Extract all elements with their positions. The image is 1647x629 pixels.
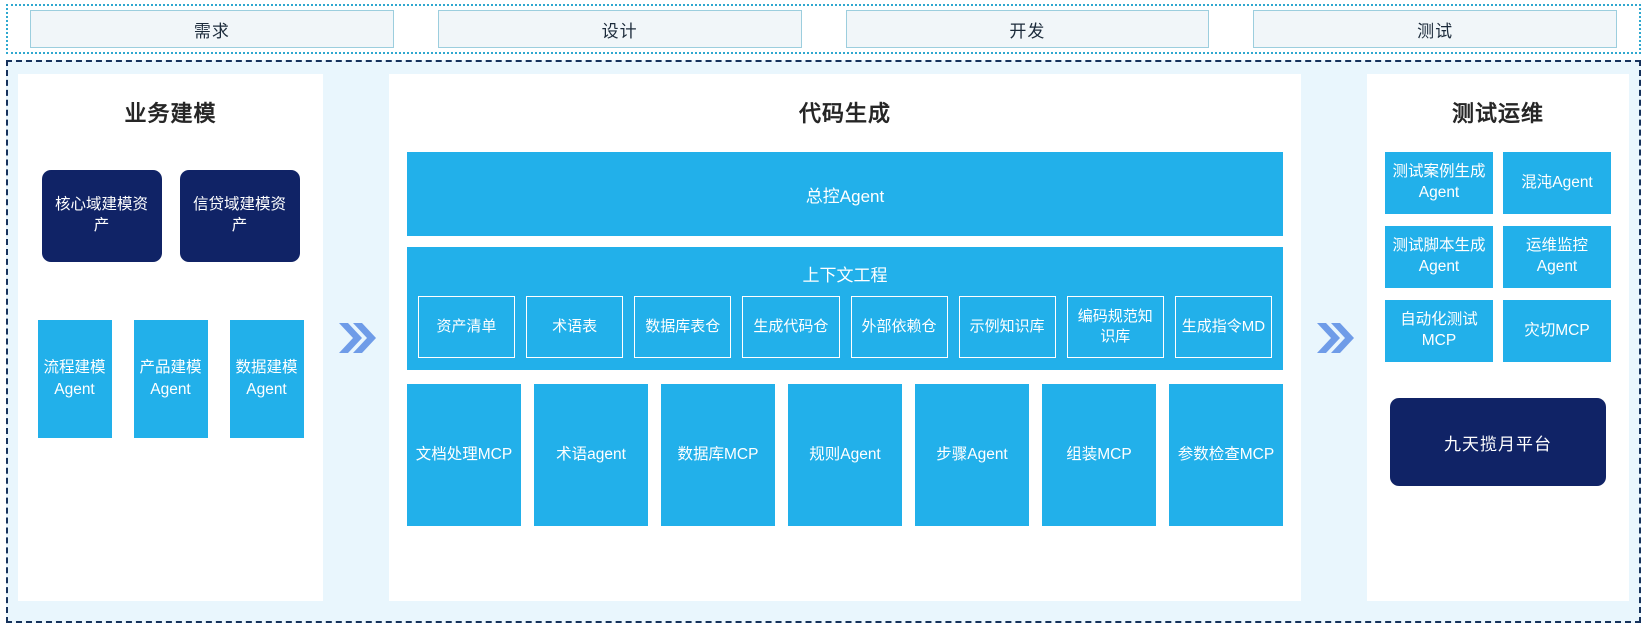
- phase-label: 测试: [1417, 21, 1454, 41]
- tool-card-document-processing-mcp[interactable]: 文档处理MCP: [407, 384, 521, 526]
- asset-card-credit-domain[interactable]: 信贷域建模资产: [179, 170, 300, 262]
- panel-code-generation: 代码生成 总控Agent 上下文工程 资产清单 术语表: [389, 74, 1301, 601]
- tool-card-label: 术语agent: [556, 446, 626, 464]
- tool-card-assembly-mcp[interactable]: 组装MCP: [1042, 384, 1156, 526]
- architecture-container: 业务建模 核心域建模资产 信贷域建模资产 流程建模Agent 产品建模Agent…: [6, 60, 1641, 623]
- tool-card-label: 组装MCP: [1066, 446, 1132, 464]
- controller-agent-bar[interactable]: 总控Agent: [407, 152, 1283, 236]
- test-card-test-script-generation-agent[interactable]: 测试脚本生成Agent: [1385, 226, 1493, 288]
- tool-card-step-agent[interactable]: 步骤Agent: [915, 384, 1029, 526]
- context-engineering-title: 上下文工程: [802, 266, 888, 285]
- tool-card-label: 参数检查MCP: [1177, 446, 1275, 464]
- asset-card-core-domain[interactable]: 核心域建模资产: [41, 170, 162, 262]
- platform-card-label: 九天揽月平台: [1444, 434, 1552, 454]
- asset-card-row: 核心域建模资产 信贷域建模资产: [41, 170, 300, 262]
- context-item-row: 资产清单 术语表 数据库表仓 生成代码仓 外部依赖仓: [418, 296, 1272, 358]
- double-chevron-right-icon: [1317, 322, 1354, 353]
- context-item-external-dependency-repo[interactable]: 外部依赖仓: [850, 296, 948, 358]
- controller-agent-label: 总控Agent: [805, 186, 885, 206]
- panel-title-business-modeling: 业务建模: [124, 101, 217, 126]
- context-item-label: 数据库表仓: [645, 317, 721, 335]
- phase-box-development[interactable]: 开发: [845, 10, 1210, 48]
- context-item-asset-inventory[interactable]: 资产清单: [418, 296, 516, 358]
- phase-label: 开发: [1009, 21, 1046, 41]
- phase-label: 需求: [193, 21, 230, 41]
- phase-strip: 需求 设计 开发 测试: [6, 4, 1641, 54]
- phase-box-design[interactable]: 设计: [437, 10, 802, 48]
- context-item-generation-instruction-md[interactable]: 生成指令MD: [1174, 296, 1272, 358]
- test-card-ops-monitoring-agent[interactable]: 运维监控Agent: [1503, 226, 1611, 288]
- test-card-label: 混沌Agent: [1521, 173, 1593, 191]
- test-card-test-case-generation-agent[interactable]: 测试案例生成Agent: [1385, 152, 1493, 214]
- code-generation-body: 总控Agent 上下文工程 资产清单 术语表 数据库表仓: [407, 128, 1283, 526]
- context-engineering-block: 上下文工程 资产清单 术语表 数据库表仓 生成代码仓: [407, 247, 1283, 370]
- context-item-label: 生成代码仓: [753, 317, 829, 335]
- context-item-glossary[interactable]: 术语表: [526, 296, 624, 358]
- context-item-label: 示例知识库: [969, 317, 1045, 335]
- double-chevron-right-icon: [339, 322, 376, 353]
- modeling-agent-row: 流程建模Agent 产品建模Agent 数据建模Agent: [37, 320, 304, 438]
- context-item-db-table-repo[interactable]: 数据库表仓: [634, 296, 732, 358]
- panel-title-code-generation: 代码生成: [798, 101, 891, 126]
- context-item-label: 资产清单: [436, 317, 497, 335]
- test-card-label: 灾切MCP: [1524, 321, 1590, 339]
- agent-card-label: 数据建模Agent: [235, 358, 298, 398]
- arrow-center-to-right: [1301, 74, 1367, 601]
- arrow-left-to-center: [323, 74, 389, 601]
- phase-box-testing[interactable]: 测试: [1253, 10, 1617, 48]
- test-card-label: 运维监控Agent: [1525, 237, 1588, 275]
- tool-card-label: 文档处理MCP: [415, 446, 513, 464]
- tool-card-row: 文档处理MCP 术语agent 数据库MCP 规则Agent 步骤Agent: [407, 384, 1283, 526]
- test-card-chaos-agent[interactable]: 混沌Agent: [1503, 152, 1611, 214]
- context-item-label: 编码规范知识库: [1077, 307, 1153, 345]
- tool-card-label: 规则Agent: [809, 446, 881, 464]
- context-item-generated-code-repo[interactable]: 生成代码仓: [742, 296, 840, 358]
- agent-card-label: 产品建模Agent: [139, 358, 202, 398]
- panel-title-test-operations: 测试运维: [1451, 101, 1544, 126]
- tool-card-rule-agent[interactable]: 规则Agent: [788, 384, 902, 526]
- phase-label: 设计: [601, 21, 638, 41]
- tool-card-parameter-check-mcp[interactable]: 参数检查MCP: [1169, 384, 1283, 526]
- tool-card-label: 步骤Agent: [936, 446, 1008, 464]
- panel-business-modeling: 业务建模 核心域建模资产 信贷域建模资产 流程建模Agent 产品建模Agent…: [18, 74, 323, 601]
- tool-card-label: 数据库MCP: [677, 446, 759, 464]
- test-card-label: 测试脚本生成Agent: [1392, 237, 1486, 275]
- panel-test-operations: 测试运维 测试案例生成Agent 混沌Agent 测试脚本生成Agent 运维监…: [1367, 74, 1629, 601]
- platform-card-jiutian-lanyue[interactable]: 九天揽月平台: [1390, 398, 1606, 486]
- test-card-label: 测试案例生成Agent: [1392, 163, 1486, 201]
- context-item-example-knowledge-base[interactable]: 示例知识库: [958, 296, 1056, 358]
- asset-card-label: 信贷域建模资产: [192, 196, 286, 234]
- agent-card-product-modeling[interactable]: 产品建模Agent: [133, 320, 208, 438]
- phase-box-requirements[interactable]: 需求: [30, 10, 394, 48]
- context-item-label: 外部依赖仓: [861, 317, 937, 335]
- tool-card-database-mcp[interactable]: 数据库MCP: [661, 384, 775, 526]
- context-item-label: 生成指令MD: [1181, 317, 1266, 335]
- context-item-label: 术语表: [552, 317, 598, 335]
- agent-card-process-modeling[interactable]: 流程建模Agent: [37, 320, 112, 438]
- asset-card-label: 核心域建模资产: [54, 196, 148, 234]
- test-card-grid: 测试案例生成Agent 混沌Agent 测试脚本生成Agent 运维监控Agen…: [1385, 152, 1611, 362]
- test-card-disaster-switch-mcp[interactable]: 灾切MCP: [1503, 300, 1611, 362]
- tool-card-glossary-agent[interactable]: 术语agent: [534, 384, 648, 526]
- agent-card-label: 流程建模Agent: [43, 358, 106, 398]
- test-card-automated-test-mcp[interactable]: 自动化测试MCP: [1385, 300, 1493, 362]
- context-item-coding-standard-knowledge-base[interactable]: 编码规范知识库: [1066, 296, 1164, 358]
- test-card-label: 自动化测试MCP: [1400, 311, 1478, 349]
- agent-card-data-modeling[interactable]: 数据建模Agent: [229, 320, 304, 438]
